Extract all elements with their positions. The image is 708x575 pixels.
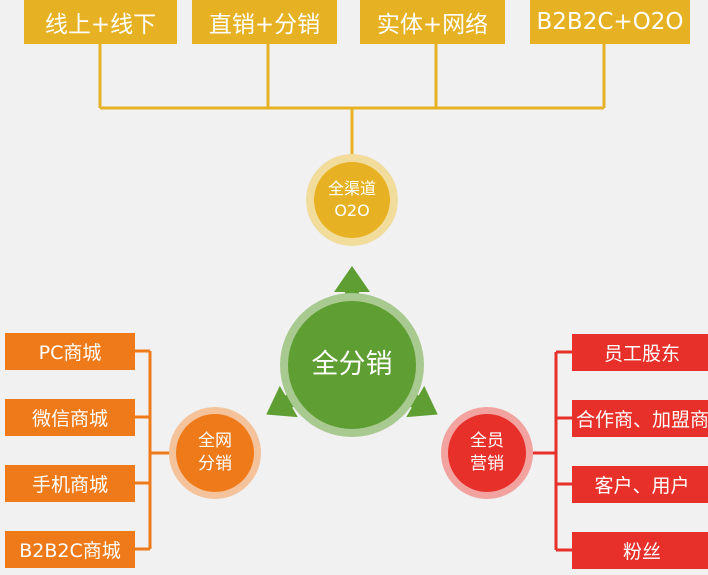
network-item: B2B2C商城 xyxy=(5,531,135,568)
arrow-right-icon xyxy=(406,385,438,418)
staff-line2: 营销 xyxy=(470,454,504,474)
network-line1: 全网 xyxy=(198,431,232,452)
omni-channel-circle: 全渠道 O2O xyxy=(314,162,390,238)
network-line2: 分销 xyxy=(198,454,232,474)
channel-box: 直销+分销 xyxy=(192,0,337,44)
staff-item: 合作商、加盟商 xyxy=(572,400,708,437)
network-item: PC商城 xyxy=(5,333,135,370)
network-item: 微信商城 xyxy=(5,399,135,436)
network-item: 手机商城 xyxy=(5,465,135,502)
center-label: 全分销 xyxy=(311,348,393,380)
omni-line2: O2O xyxy=(334,201,370,220)
network-circle: 全网 分销 xyxy=(176,414,254,492)
channel-box: B2B2C+O2O xyxy=(530,0,690,44)
omni-line1: 全渠道 xyxy=(327,179,376,199)
channel-box: 线上+线下 xyxy=(24,0,177,44)
staff-circle: 全员 营销 xyxy=(448,414,526,492)
staff-line1: 全员 xyxy=(470,431,504,452)
staff-item: 客户、用户 xyxy=(572,466,708,503)
channel-box: 实体+网络 xyxy=(360,0,505,44)
arrow-left-icon xyxy=(266,385,298,418)
center-circle: 全分销 xyxy=(288,301,416,429)
staff-item: 粉丝 xyxy=(572,532,708,569)
staff-item: 员工股东 xyxy=(572,334,708,371)
